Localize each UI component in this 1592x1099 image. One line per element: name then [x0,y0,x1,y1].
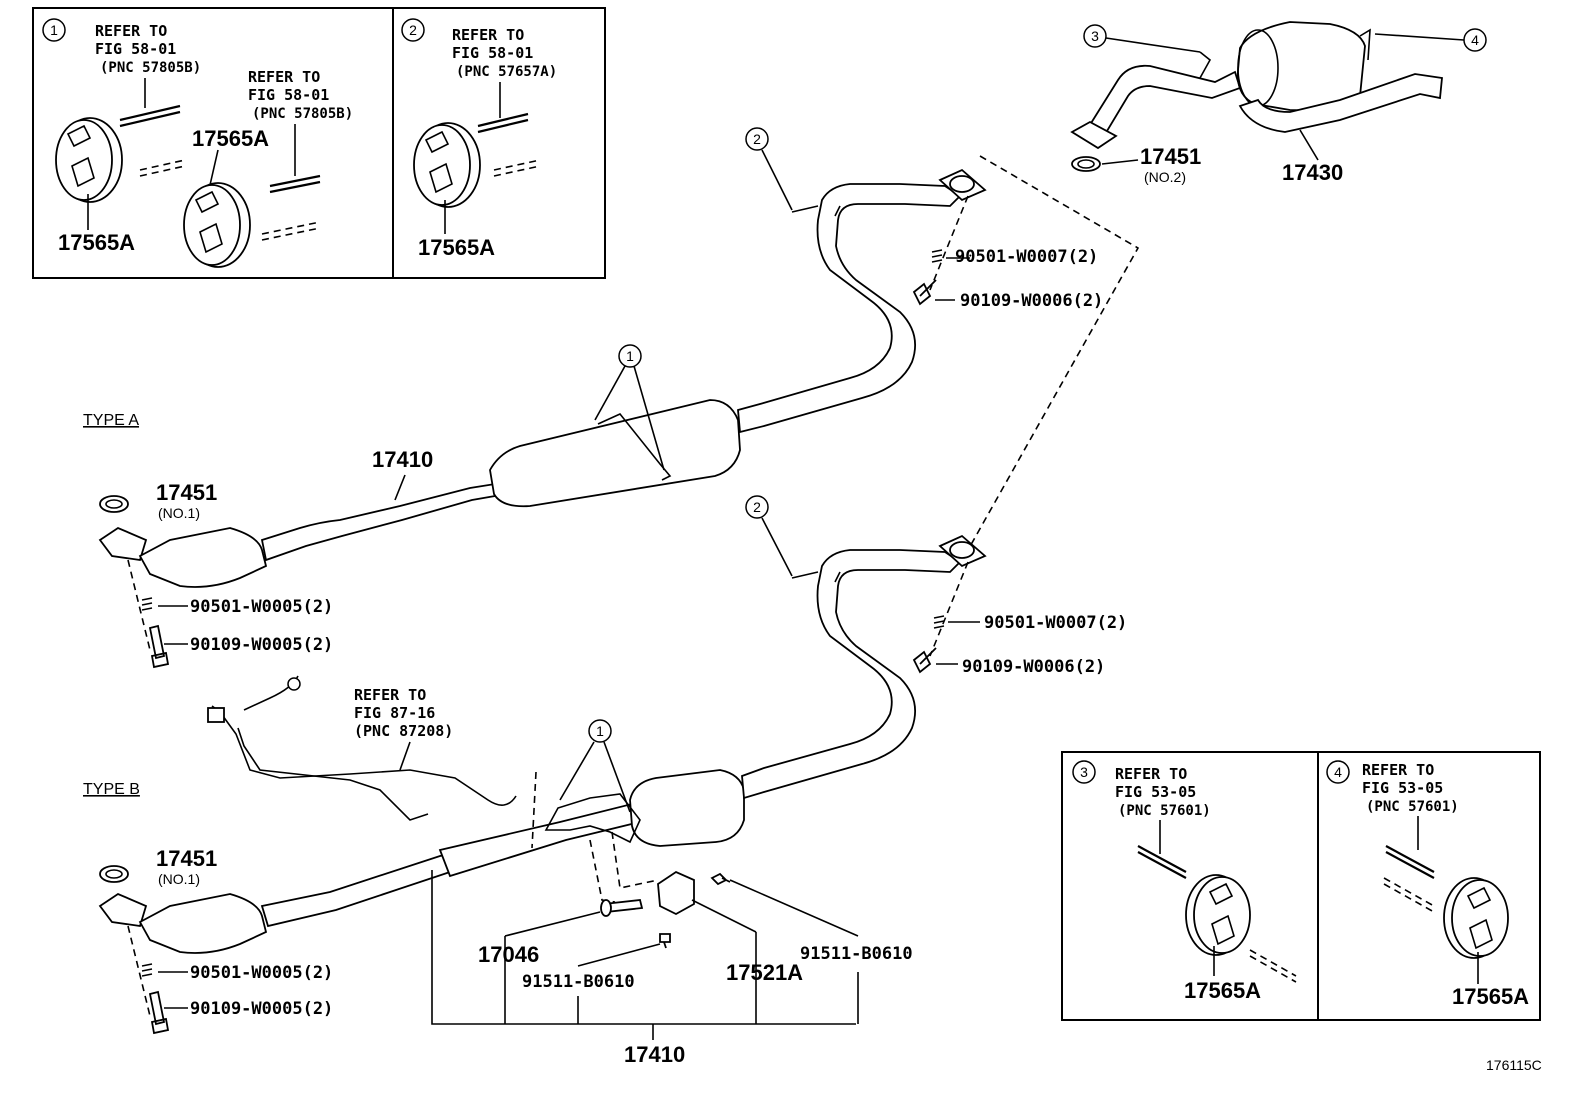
refer-line-3: (PNC 57805B) [252,106,353,122]
callout-number: 2 [409,22,417,38]
part-number: 90109-W0005(2) [190,635,333,655]
part-number: 17565A [418,235,495,260]
callout-number: 1 [626,348,634,364]
refer-line-2: FIG 87-16 [354,704,435,722]
bolt-icon [912,279,937,306]
spring-icon [141,963,153,977]
callout-circle [1326,760,1350,784]
type-a-assembly: TYPE A 17451 (NO.1) 1 2 17410 [83,127,1103,669]
figure-code: 176115C [1486,1057,1542,1073]
callout-circle [588,719,612,743]
rubber-hanger-icon [1443,877,1509,959]
part-number: 17451 [156,480,217,505]
inset-1: 1 REFER TO FIG 58-01 (PNC 57805B) REFER … [32,7,394,279]
spring-icon [933,615,945,629]
callout-number: 4 [1471,32,1479,48]
refer-line-1: REFER TO [354,686,426,704]
callout-circle [745,495,769,519]
type-label: TYPE B [83,781,140,798]
part-number: 91511-B0610 [800,944,913,964]
spring-icon [141,597,153,611]
inset-2: 2 REFER TO FIG 58-01 (PNC 57657A) 17565A [392,7,606,279]
callout-number: 2 [753,131,761,147]
callout-number: 3 [1091,28,1099,44]
part-number: 17565A [1452,984,1529,1009]
rubber-hanger-icon [55,117,123,203]
part-number: 91511-B0610 [522,972,635,992]
inset-3: 3 REFER TO FIG 53-05 (PNC 57601) 17565A [1061,751,1319,1021]
tail-muffler-assembly: 3 4 17451 (NO.2) 17430 [1070,21,1487,185]
refer-line-1: REFER TO [1115,765,1187,783]
type-label: TYPE A [83,412,139,429]
part-number: 90109-W0005(2) [190,999,333,1019]
refer-line-2: FIG 58-01 [452,44,533,62]
callout-number: 1 [596,723,604,739]
refer-line-2: FIG 53-05 [1115,783,1196,801]
callout-circle [618,344,642,368]
part-note: (NO.1) [158,505,200,521]
refer-line-1: REFER TO [1362,761,1434,779]
refer-line-3: (PNC 57601) [1118,803,1211,819]
part-number: 17565A [1184,978,1261,1003]
part-number: 17410 [372,447,433,472]
part-number: 17046 [478,942,539,967]
connection-line [967,155,1140,551]
refer-line-3: (PNC 57805B) [100,60,201,76]
part-number: 90109-W0006(2) [962,657,1105,677]
refer-line-2: FIG 53-05 [1362,779,1443,797]
bolt-icon [148,624,170,669]
callout-number: 1 [50,22,58,38]
refer-line-3: (PNC 57657A) [456,64,557,80]
bolt-icon [148,990,170,1035]
bolt-icon [912,647,937,674]
part-number: 17451 [156,846,217,871]
part-number: 90109-W0006(2) [960,291,1103,311]
rubber-hanger-icon [183,182,251,268]
part-note: (NO.1) [158,871,200,887]
callout-circle [745,127,769,151]
callout-number: 4 [1334,764,1342,780]
part-number: 17565A [58,230,135,255]
hanger-rod [119,104,321,241]
callout-circle [1072,760,1096,784]
callout-number: 3 [1080,764,1088,780]
nut-icon [710,872,731,886]
callout-circle [1083,24,1107,48]
part-number: 17430 [1282,160,1343,185]
callout-circle [401,18,425,42]
inset-4: 4 REFER TO FIG 53-05 (PNC 57601) 17565A [1317,751,1541,1021]
refer-line-3: (PNC 57601) [1366,799,1459,815]
part-number: 17451 [1140,144,1201,169]
refer-line-1: REFER TO [452,26,524,44]
refer-line-1: REFER TO [248,68,320,86]
refer-line-2: FIG 58-01 [95,40,176,58]
cushion-icon [657,870,695,916]
rubber-hanger-icon [413,122,481,208]
part-number: 90501-W0005(2) [190,597,333,617]
type-b-assembly: TYPE B 17451 (NO.1) REFER TO FIG 87-16 (… [83,495,1127,1067]
part-number: 17410 [624,1042,685,1067]
part-number: 17565A [192,126,269,151]
nut-icon [659,933,671,949]
part-number: 90501-W0005(2) [190,963,333,983]
rubber-hanger-icon [1185,874,1251,956]
refer-line-3: (PNC 87208) [354,722,453,740]
callout-circle [42,18,66,42]
spring-icon [931,249,943,263]
part-number: 17521A [726,960,803,985]
part-note: (NO.2) [1144,169,1186,185]
refer-line-2: FIG 58-01 [248,86,329,104]
part-number: 90501-W0007(2) [984,613,1127,633]
part-number: 90501-W0007(2) [955,247,1098,267]
refer-line-1: REFER TO [95,22,167,40]
callout-number: 2 [753,499,761,515]
